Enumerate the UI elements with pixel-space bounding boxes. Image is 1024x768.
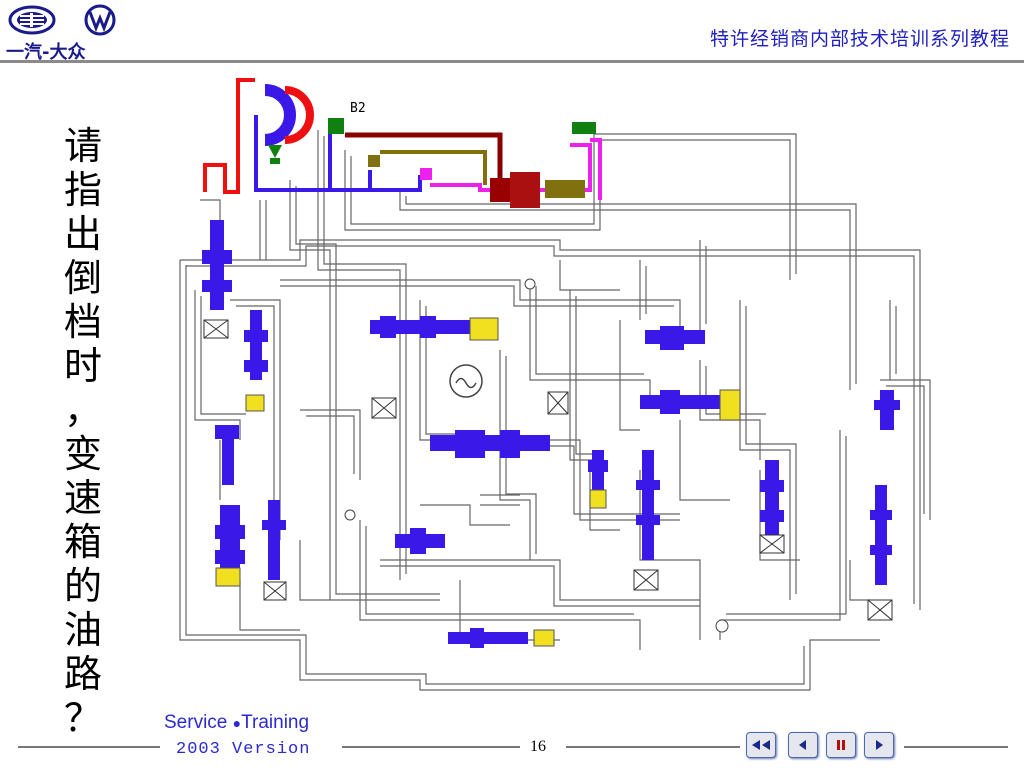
question-char: 指 (63, 168, 102, 212)
question-char: 请 (63, 124, 102, 168)
orifice-blocks (203, 319, 893, 621)
next-page-button[interactable] (864, 732, 894, 758)
yellow-plungers (215, 317, 741, 647)
bullet-icon: ● (232, 715, 242, 731)
rewind-icon (752, 740, 770, 750)
pause-button[interactable] (826, 732, 856, 758)
header-title: 特许经销商内部技术培训系列教程 (709, 28, 1010, 50)
footer-line-left (18, 746, 160, 748)
first-page-button[interactable] (746, 732, 776, 758)
hydraulic-diagram-svg: B2 (179, 78, 931, 691)
question-char: ， (63, 388, 102, 432)
logo-group (6, 4, 118, 42)
previous-page-button[interactable] (788, 732, 818, 758)
question-char: 档 (63, 300, 102, 344)
header-divider (0, 60, 1024, 63)
page-number: 16 (530, 738, 546, 755)
motor-symbol (449, 364, 483, 398)
valve-spool (210, 220, 224, 310)
wave-glyph (455, 377, 477, 389)
hydraulic-circuit-diagram: B2 (150, 70, 950, 704)
pressure-valve (490, 172, 585, 208)
question-text: 请 指 出 倒 档 时 ， 变 速 箱 的 油 路 ？ (58, 124, 108, 740)
question-char: 油 (63, 608, 102, 652)
question-char: 的 (63, 564, 102, 608)
footer-version: 2003 Version (176, 740, 311, 759)
magenta-port (420, 168, 432, 180)
question-char: 倒 (63, 256, 102, 300)
check-ball (715, 619, 729, 633)
triangle-left-icon (799, 740, 806, 750)
question-char: 箱 (63, 520, 102, 564)
question-char: 路 (63, 652, 102, 696)
question-char: 时 (63, 344, 102, 388)
green-port (572, 122, 596, 134)
training-word: Training (241, 712, 310, 733)
b2-valve-port (328, 118, 344, 134)
footer-line-right (566, 746, 740, 748)
active-passages (203, 78, 602, 200)
footer-line-end (904, 746, 1008, 748)
faw-vw-logo (8, 4, 116, 36)
question-char: 变 (63, 432, 102, 476)
question-char: ？ (63, 696, 102, 740)
b2-brake-servo (264, 84, 314, 164)
question-char: 速 (63, 476, 102, 520)
brand-name: 一汽-大众 (6, 42, 86, 63)
check-ball (344, 509, 356, 521)
orifice-crosses (203, 319, 893, 621)
b2-label: B2 (350, 101, 366, 116)
triangle-right-icon (876, 740, 883, 750)
valve-spools (202, 220, 900, 648)
footer-line-mid (342, 746, 520, 748)
pause-icon (837, 740, 845, 750)
check-ball (524, 278, 536, 290)
service-word: Service (164, 712, 228, 733)
footer-brand: Service ●Training (164, 712, 309, 734)
question-char: 出 (63, 212, 102, 256)
olive-port (368, 155, 380, 167)
